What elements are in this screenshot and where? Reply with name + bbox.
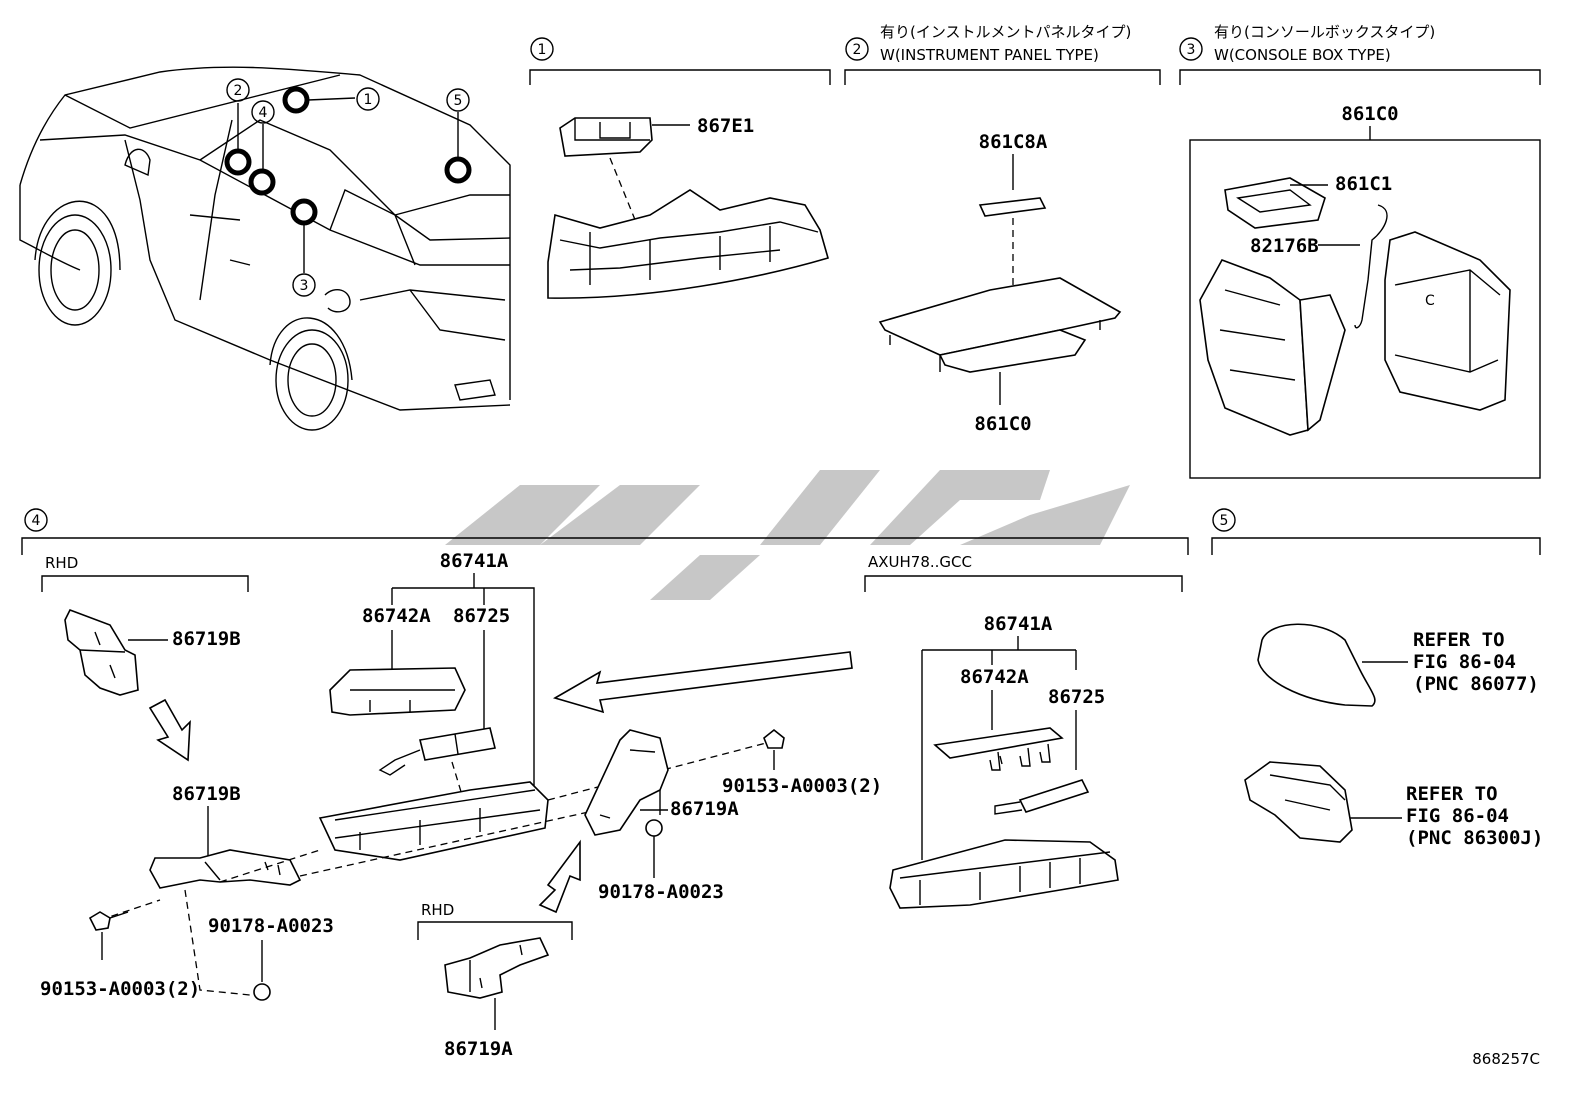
section-4: 4 RHD 86719B 86719B 90153-A0003(2) 90178… <box>21 508 1189 1060</box>
part-label: 861C8A <box>979 131 1048 153</box>
section-2: 2 有り(インストルメントパネルタイプ) W(INSTRUMENT PANEL … <box>844 23 1161 435</box>
ring-marker-icon <box>290 198 318 226</box>
section-5: 5 REFER TO FIG 86-04 (PNC 86077) REFER T… <box>1211 508 1543 849</box>
circled-number-icon <box>845 37 869 61</box>
callout-number: 3 <box>300 278 309 294</box>
section-number: 2 <box>853 42 862 58</box>
refer-text: REFER TO <box>1406 783 1498 805</box>
vehicle-callout-3: 3 <box>292 273 316 297</box>
section-note-jp: 有り(コンソールボックスタイプ) <box>1214 23 1435 41</box>
part-label: 86741A <box>984 613 1053 635</box>
callout-number: 5 <box>454 93 463 109</box>
part-label: 86719A <box>670 798 739 820</box>
section-number: 5 <box>1220 513 1229 529</box>
part-label: 90153-A0003(2) <box>40 978 200 1000</box>
section-3: 3 有り(コンソールボックスタイプ) W(CONSOLE BOX TYPE) 8… <box>1179 23 1541 479</box>
vehicle-callout-5: 5 <box>446 88 470 112</box>
part-label: 90178-A0023 <box>598 881 724 903</box>
ring-marker-icon <box>224 148 252 176</box>
ring-marker-icon <box>248 168 276 196</box>
callout-number: 4 <box>259 105 268 121</box>
part-label: 86741A <box>440 550 509 572</box>
callout-number: 1 <box>364 92 373 108</box>
circled-number-icon <box>1179 37 1203 61</box>
part-label: 86719B <box>172 628 241 650</box>
circled-number-icon <box>24 508 48 532</box>
section-number: 1 <box>538 42 547 58</box>
variant-label: AXUH78..GCC <box>868 553 972 571</box>
variant-label: RHD <box>421 901 454 919</box>
refer-text: (PNC 86300J) <box>1406 827 1543 849</box>
section-note-jp: 有り(インストルメントパネルタイプ) <box>880 23 1131 41</box>
part-label: 86742A <box>960 666 1029 688</box>
arrow-icon <box>538 839 581 914</box>
section-note-en: W(CONSOLE BOX TYPE) <box>1214 46 1391 64</box>
c-mark: C <box>1425 293 1435 309</box>
part-label: 90153-A0003(2) <box>722 775 882 797</box>
arrow-icon <box>148 698 191 762</box>
refer-text: FIG 86-04 <box>1406 805 1509 827</box>
circled-number-icon <box>1212 508 1236 532</box>
assembly-frame <box>1189 139 1541 479</box>
part-label: 861C1 <box>1335 173 1392 195</box>
part-label: 86725 <box>1048 686 1105 708</box>
ring-marker-icon <box>444 156 472 184</box>
refer-text: REFER TO <box>1413 629 1505 651</box>
part-label: 867E1 <box>697 115 754 137</box>
watermark-logo <box>445 470 1130 600</box>
vehicle-callout-4: 4 <box>251 100 275 124</box>
variant-label: RHD <box>45 554 78 572</box>
part-label: 90178-A0023 <box>208 915 334 937</box>
vehicle-overview: 1 2 3 4 5 <box>19 66 511 431</box>
section-number: 4 <box>32 513 41 529</box>
circled-number-icon <box>530 37 554 61</box>
refer-text: (PNC 86077) <box>1413 673 1539 695</box>
callout-number: 2 <box>234 83 243 99</box>
section-number: 3 <box>1187 42 1196 58</box>
part-label: 861C0 <box>1341 103 1398 125</box>
arrow-icon <box>552 651 853 714</box>
vehicle-callout-1: 1 <box>356 87 380 111</box>
vehicle-callout-2: 2 <box>226 78 250 102</box>
part-label: 861C0 <box>974 413 1031 435</box>
figure-id: 868257C <box>1472 1050 1540 1068</box>
part-label: 82176B <box>1250 235 1319 257</box>
refer-text: FIG 86-04 <box>1413 651 1516 673</box>
part-label: 86725 <box>453 605 510 627</box>
part-label: 86719B <box>172 783 241 805</box>
part-label: 86742A <box>362 605 431 627</box>
section-note-en: W(INSTRUMENT PANEL TYPE) <box>880 46 1099 64</box>
section-1: 1 867E1 <box>529 37 831 299</box>
part-label: 86719A <box>444 1038 513 1060</box>
ring-marker-icon <box>282 86 310 114</box>
